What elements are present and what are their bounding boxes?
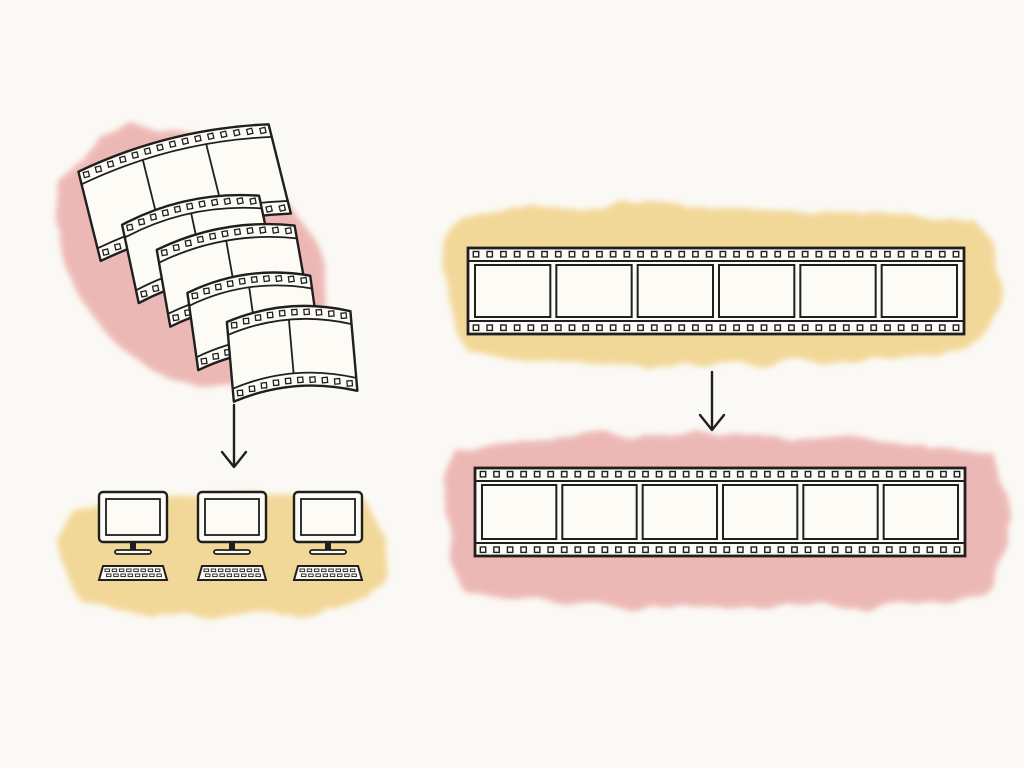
film-frame [882,484,960,540]
desktop-computer-icon [97,490,169,581]
arrow-down-icon [698,370,726,432]
film-frame [474,264,552,318]
computer-group [97,490,364,581]
film-frame [561,484,638,540]
film-frame [880,264,959,318]
film-frame [799,264,877,318]
film-frame [722,484,799,540]
long-film-strip [466,246,966,336]
desktop-computer-icon [196,490,268,581]
desktop-computer-icon [292,490,364,581]
film-clip-stack [77,123,359,403]
film-frame [636,264,715,318]
film-frame [802,484,879,540]
film-strip-icon [225,304,359,403]
film-frame [555,264,633,318]
keyboard-icon [97,565,169,581]
film-frame [641,484,719,540]
film-frame [481,484,558,540]
keyboard-icon [196,565,268,581]
arrow-down-icon [220,403,248,469]
keyboard-icon [292,565,364,581]
film-frame [718,264,796,318]
result-film-strip [473,466,967,558]
